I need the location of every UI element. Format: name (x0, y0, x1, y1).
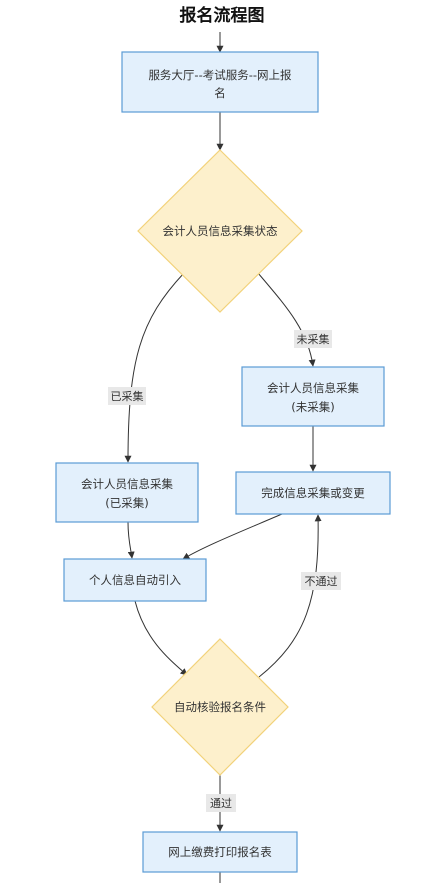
svg-text:(已采集): (已采集) (105, 496, 148, 510)
edge-import-to-verify (134, 600, 188, 676)
node-auto-import: 个人信息自动引入 (63, 558, 207, 602)
svg-text:不通过: 不通过 (305, 575, 338, 588)
node-auto-verify-decision: 自动核验报名条件 (151, 638, 289, 776)
svg-text:完成信息采集或变更: 完成信息采集或变更 (261, 486, 365, 500)
svg-text:会计人员信息采集: 会计人员信息采集 (267, 381, 359, 395)
svg-text:个人信息自动引入: 个人信息自动引入 (89, 573, 181, 587)
edge-status-to-collect-done (124, 272, 185, 463)
svg-text:网上缴费打印报名表: 网上缴费打印报名表 (168, 845, 272, 859)
edge-label-passed: 通过 (206, 794, 236, 812)
node-collection-status-decision: 会计人员信息采集状态 (137, 149, 303, 313)
svg-text:名: 名 (214, 86, 226, 100)
svg-text:会计人员信息采集: 会计人员信息采集 (81, 477, 173, 491)
svg-text:(未采集): (未采集) (291, 400, 334, 414)
svg-text:自动核验报名条件: 自动核验报名条件 (174, 700, 266, 714)
svg-text:通过: 通过 (210, 797, 232, 810)
edge-verify-to-complete (258, 514, 322, 678)
edge-complete-to-import (182, 513, 283, 560)
node-collect-not-collected: 会计人员信息采集 (未采集) (241, 366, 385, 427)
svg-text:服务大厅--考试服务--网上报: 服务大厅--考试服务--网上报 (148, 68, 292, 82)
edge-status-to-collect-not (257, 272, 316, 367)
edge-label-collected: 已采集 (108, 387, 146, 405)
svg-text:未采集: 未采集 (297, 332, 330, 346)
diagram-title: 报名流程图 (180, 5, 265, 26)
svg-text:已采集: 已采集 (111, 389, 144, 403)
edge-collect-done-to-import (127, 521, 135, 559)
node-pay-and-print: 网上缴费打印报名表 (142, 831, 298, 873)
node-complete-or-change: 完成信息采集或变更 (235, 471, 391, 515)
edge-label-not-collected: 未采集 (294, 330, 332, 348)
edge-label-not-passed: 不通过 (301, 572, 341, 590)
node-service-hall: 服务大厅--考试服务--网上报 名 (121, 51, 319, 113)
node-collect-collected: 会计人员信息采集 (已采集) (55, 462, 199, 523)
svg-text:会计人员信息采集状态: 会计人员信息采集状态 (163, 224, 278, 238)
